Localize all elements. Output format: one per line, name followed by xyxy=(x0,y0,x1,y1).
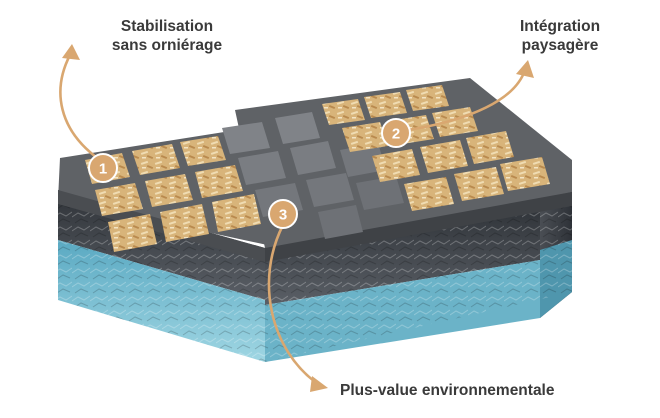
arrow-3-head xyxy=(310,376,328,392)
label-integration: Intégration paysagère xyxy=(485,17,635,55)
label-plus-value: Plus-value environnementale xyxy=(340,381,620,400)
badge-2-number: 2 xyxy=(392,126,400,143)
label-integration-line1: Intégration xyxy=(485,17,635,36)
label-stabilisation-line2: sans orniérage xyxy=(72,36,262,55)
badge-3: 3 xyxy=(269,200,297,228)
badge-2: 2 xyxy=(382,119,410,147)
arrow-2-head xyxy=(516,60,534,78)
label-plus-value-line1: Plus-value environnementale xyxy=(340,381,620,400)
badge-1-number: 1 xyxy=(99,161,107,178)
label-stabilisation: Stabilisation sans orniérage xyxy=(72,17,262,55)
arrow-1 xyxy=(60,55,100,160)
badge-3-number: 3 xyxy=(279,207,287,224)
badge-1: 1 xyxy=(89,154,117,182)
label-stabilisation-line1: Stabilisation xyxy=(72,17,262,36)
label-integration-line2: paysagère xyxy=(485,36,635,55)
